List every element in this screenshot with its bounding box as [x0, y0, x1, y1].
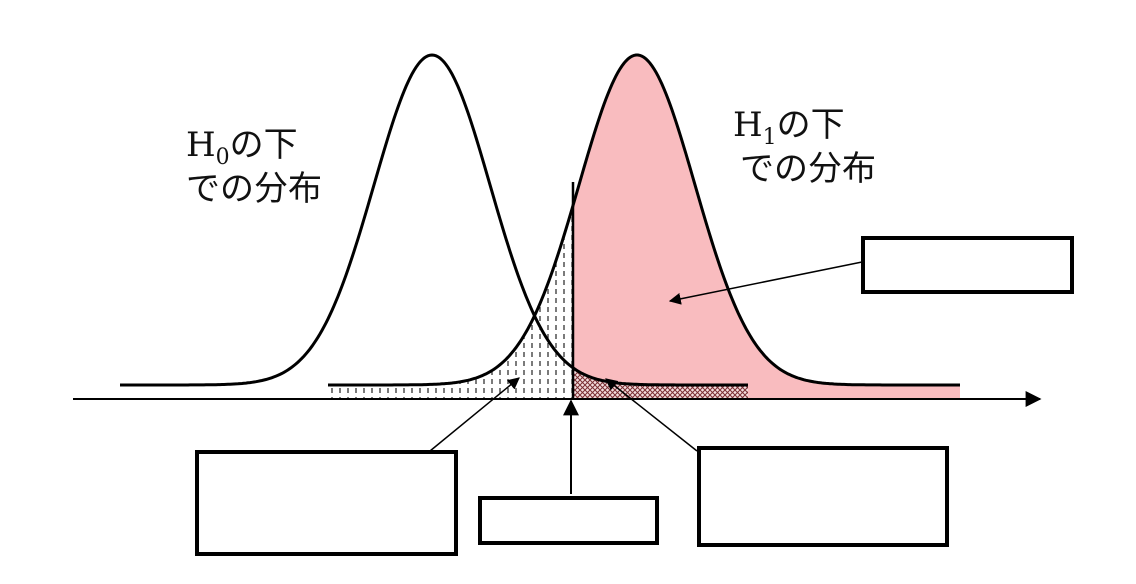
h1-shaded-region [573, 55, 960, 399]
h1-label: H1の下 [733, 105, 845, 150]
h0-distribution-curve [120, 53, 748, 387]
alpha-region-crosshatched [573, 367, 748, 399]
beta-region-hatched [328, 205, 573, 399]
answer-box-critical-value[interactable] [478, 496, 659, 545]
answer-box-alpha[interactable] [697, 446, 949, 547]
answer-box-power[interactable] [861, 236, 1074, 294]
h0-label: H0の下 [186, 125, 298, 170]
h0-label-line2: での分布 [186, 169, 322, 209]
answer-box-beta[interactable] [195, 450, 458, 556]
arrow-to-alpha-region [605, 378, 698, 452]
h1-label-line2: での分布 [740, 149, 876, 189]
h1-distribution-curve [328, 53, 960, 387]
arrow-to-h1-region [668, 261, 863, 305]
arrow-to-beta-region [429, 377, 520, 452]
